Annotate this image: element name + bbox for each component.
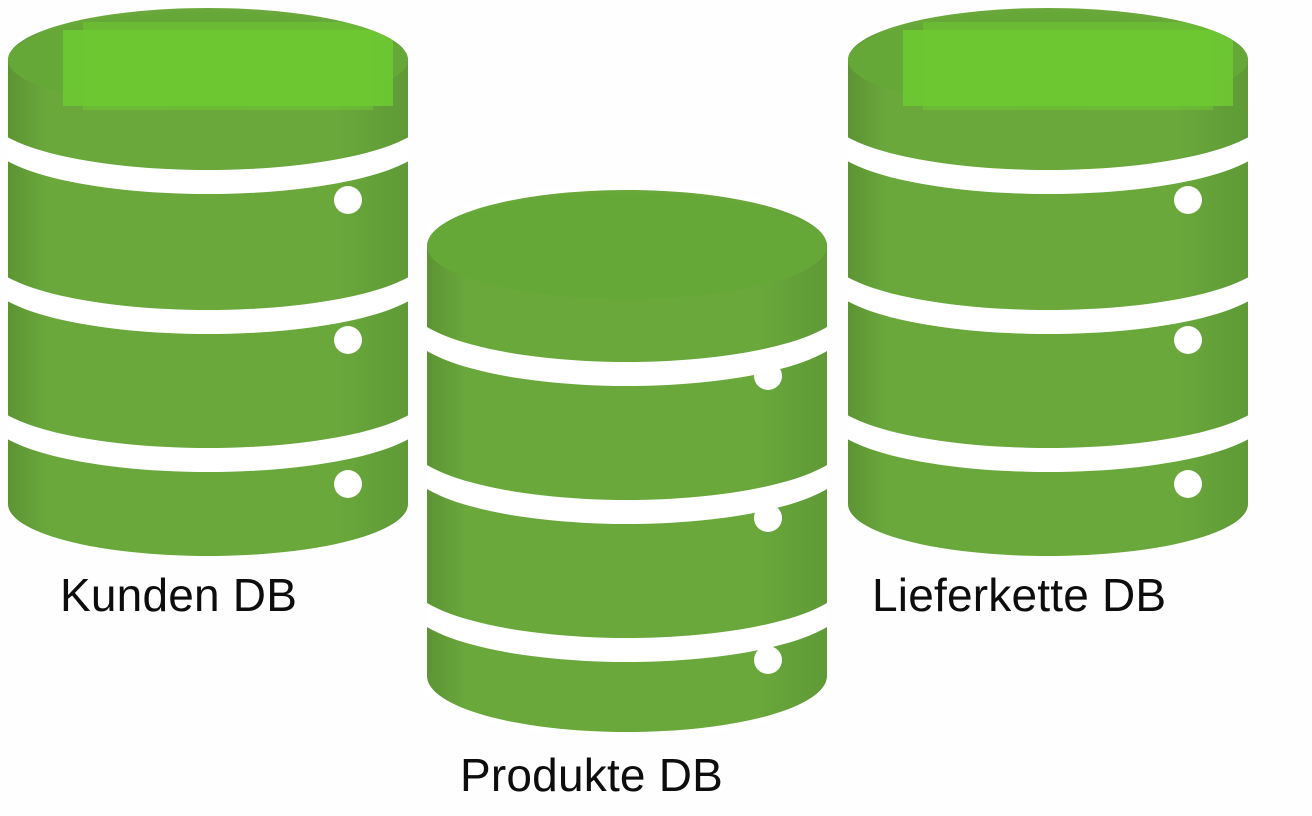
cylinder-separator-3 <box>8 392 408 472</box>
cylinder-separator-1 <box>427 302 827 386</box>
database-cylinder-icon <box>848 8 1248 556</box>
cylinder-top-disc <box>427 193 827 299</box>
cylinder-separator-2 <box>848 254 1248 334</box>
database-label-lieferkette-db: Lieferkette DB <box>872 569 1167 621</box>
cylinder-separator-1 <box>8 114 408 194</box>
cylinder-separator-3 <box>848 392 1248 472</box>
cylinder-port-dot-2 <box>754 504 782 532</box>
database-label-kunden-db: Kunden DB <box>60 569 298 621</box>
cylinder-separator-1 <box>848 114 1248 194</box>
database-cylinder-icon <box>8 8 408 556</box>
cylinder-body <box>8 8 408 556</box>
cylinder-separator-2 <box>8 254 408 334</box>
cylinder-port-dot-2 <box>334 326 362 354</box>
cylinder-top-highlight-soft <box>923 22 1213 110</box>
cylinder-port-dot-3 <box>754 646 782 674</box>
cylinder-port-dot-3 <box>1174 470 1202 498</box>
database-node-kunden-db[interactable] <box>8 8 408 556</box>
cylinder-body <box>848 8 1248 556</box>
cylinder-port-dot-1 <box>1174 186 1202 214</box>
cylinder-port-dot-2 <box>1174 326 1202 354</box>
database-node-lieferkette-db[interactable] <box>848 8 1248 556</box>
cylinder-top-highlight-soft <box>83 22 373 110</box>
database-label-produkte-db: Produkte DB <box>460 749 723 801</box>
cylinder-separator-3 <box>427 578 827 662</box>
cylinder-body <box>427 190 827 732</box>
database-cylinder-icon <box>427 190 827 732</box>
cylinder-port-dot-1 <box>754 362 782 390</box>
database-node-produkte-db[interactable] <box>427 190 827 732</box>
cylinder-port-dot-1 <box>334 186 362 214</box>
cylinder-separator-2 <box>427 440 827 524</box>
cylinder-port-dot-3 <box>334 470 362 498</box>
